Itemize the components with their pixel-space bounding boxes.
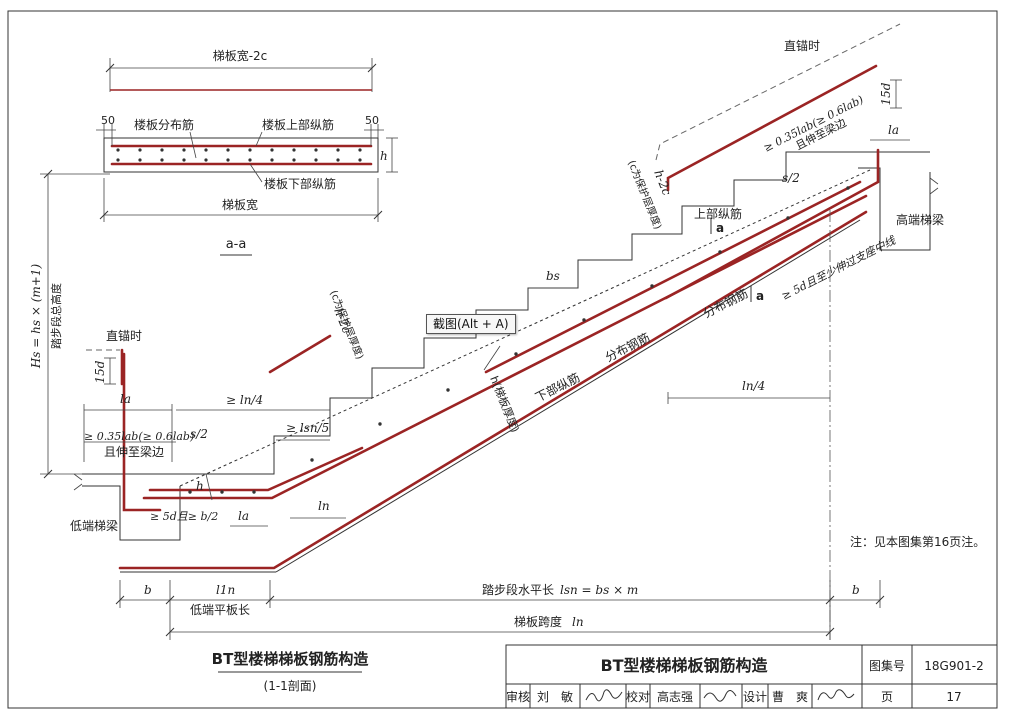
figure-title: BT型楼梯梯板钢筋构造	[212, 650, 369, 668]
slope-rebar-dots	[188, 186, 850, 494]
distribution-upper-label: 分布钢筋	[701, 286, 751, 321]
low-end-annotations: 直锚时 15d la ≥ 0.35lab(≥ 0.6lab) 且伸至梁边 s/2…	[70, 288, 367, 533]
b-right-label: b	[852, 583, 860, 597]
high-s-half-label: s/2	[782, 171, 800, 185]
high-cover-note: h-2c	[651, 168, 674, 198]
low-straight-anchor-label: 直锚时	[106, 328, 142, 343]
cover-right-label: 50	[365, 114, 379, 127]
high-straight-anchor-label: 直锚时	[784, 38, 820, 53]
bottom-long-bar-label: 楼板下部纵筋	[264, 176, 336, 191]
section-mark-lower: a	[756, 289, 764, 303]
low-ln-bottom-label: ln	[318, 499, 330, 513]
review-label: 审核	[506, 689, 530, 704]
slope-annotations: bs 下部纵筋 h(梯板厚度) 分布钢筋 分布钢筋 上部纵筋 a a ≥ 5d且…	[483, 206, 898, 640]
section-a-a: 梯板宽-2c 50 50 楼板分布筋	[96, 48, 398, 256]
l1n-label: l1n	[216, 583, 235, 597]
b-left-label: b	[144, 583, 152, 597]
low-min-anchor-label-1: ≥ 0.35lab(≥ 0.6lab)	[84, 430, 194, 443]
low-top-rebar-slope	[148, 446, 364, 492]
note-text: 注：见本图集第16页注。	[850, 534, 985, 549]
title-block: BT型楼梯梯板钢筋构造 图集号 18G901-2 审核 刘 敏 校对 高志强 设…	[505, 644, 998, 709]
low-la-bottom-label: la	[238, 509, 249, 523]
slab-width-label: 梯板宽	[222, 197, 258, 212]
span-label: 梯板跨度	[514, 614, 562, 629]
drawing-border	[7, 10, 998, 709]
reviewer-signature	[585, 689, 623, 702]
distribution-mid-label: 分布钢筋	[603, 330, 653, 365]
atlas-label: 图集号	[869, 658, 905, 673]
ln-quarter-right-label: ln/4	[742, 379, 765, 393]
bottom-dimensions: b l1n 低端平板长 踏步段水平长 lsn = bs × m b 梯板跨度 l…	[115, 580, 885, 640]
low-flat-label: 低端平板长	[190, 603, 250, 617]
upper-long-rebar	[664, 148, 880, 300]
five-d-upper-label: ≥ 5d且至少伸过支座中线	[779, 234, 898, 303]
stair-outline	[73, 151, 939, 573]
figure-subtitle: (1-1剖面)	[264, 679, 317, 693]
design-label: 设计	[743, 690, 767, 704]
low-cover-note-desc: (c为保护层厚度)	[327, 288, 367, 361]
low-s-half-label: s/2	[190, 427, 208, 441]
designer-name: 曹 爽	[772, 690, 808, 704]
high-la-label: la	[888, 123, 899, 137]
title-block-title: BT型楼梯梯板钢筋构造	[600, 656, 768, 675]
width-minus-2c-label: 梯板宽-2c	[213, 48, 268, 63]
total-height-label: Hs = hs × (m+1)	[29, 264, 43, 370]
low-la-label: la	[120, 392, 131, 406]
low-h-marker: h	[196, 479, 204, 493]
cover-left-label: 50	[101, 114, 115, 127]
section-rebar-dots	[116, 148, 362, 162]
total-height-desc: 踏步段总高度	[49, 283, 63, 349]
atlas-number: 18G901-2	[924, 659, 983, 673]
section-a-a-label: a-a	[226, 237, 247, 252]
upper-long-label: 上部纵筋	[694, 206, 742, 221]
rebars	[86, 23, 901, 570]
low-hook-15d-label: 15d	[93, 360, 107, 383]
high-end-beam-label: 高端梯梁	[896, 212, 944, 227]
low-lsn-fifth-label: ≥ lsn/5	[286, 421, 329, 435]
page-number: 17	[946, 690, 961, 704]
designer-signature	[817, 689, 855, 701]
slab-bottom-rebar	[118, 210, 868, 570]
slab-thickness-label: h(梯板厚度)	[487, 374, 522, 434]
checker-name: 高志强	[657, 689, 693, 704]
low-ln-quarter-label: ≥ ln/4	[226, 393, 263, 407]
lsn-formula-label: lsn = bs × m	[560, 583, 638, 597]
top-long-bar-label: 楼板上部纵筋	[262, 117, 334, 132]
high-end-annotations: 直锚时 15d ≥ 0.35lab(≥ 0.6lab) 且伸至梁边 la s/2…	[625, 38, 944, 231]
low-end-beam-label: 低端梯梁	[70, 518, 118, 533]
section-thickness-label: h	[380, 149, 388, 163]
step-horiz-label: 踏步段水平长	[482, 582, 554, 597]
check-label: 校对	[626, 689, 650, 704]
span-symbol: ln	[572, 615, 584, 629]
screenshot-tooltip: 截图(Alt + A)	[426, 314, 516, 334]
step-width-label: bs	[546, 269, 560, 283]
checker-signature	[703, 690, 737, 702]
page-label: 页	[881, 690, 893, 704]
slab-section	[103, 137, 379, 173]
low-top-rebar	[122, 352, 162, 512]
high-hook-15d-label: 15d	[879, 82, 893, 105]
upper-straight-anchor-rebar	[666, 64, 878, 192]
distribution-bar-label: 楼板分布筋	[134, 117, 194, 132]
low-min-anchor-label-2: 且伸至梁边	[104, 444, 164, 459]
reviewer-name: 刘 敏	[537, 689, 573, 704]
low-five-d-label: ≥ 5d且≥ b/2	[150, 510, 218, 523]
section-mark-upper: a	[716, 221, 724, 235]
